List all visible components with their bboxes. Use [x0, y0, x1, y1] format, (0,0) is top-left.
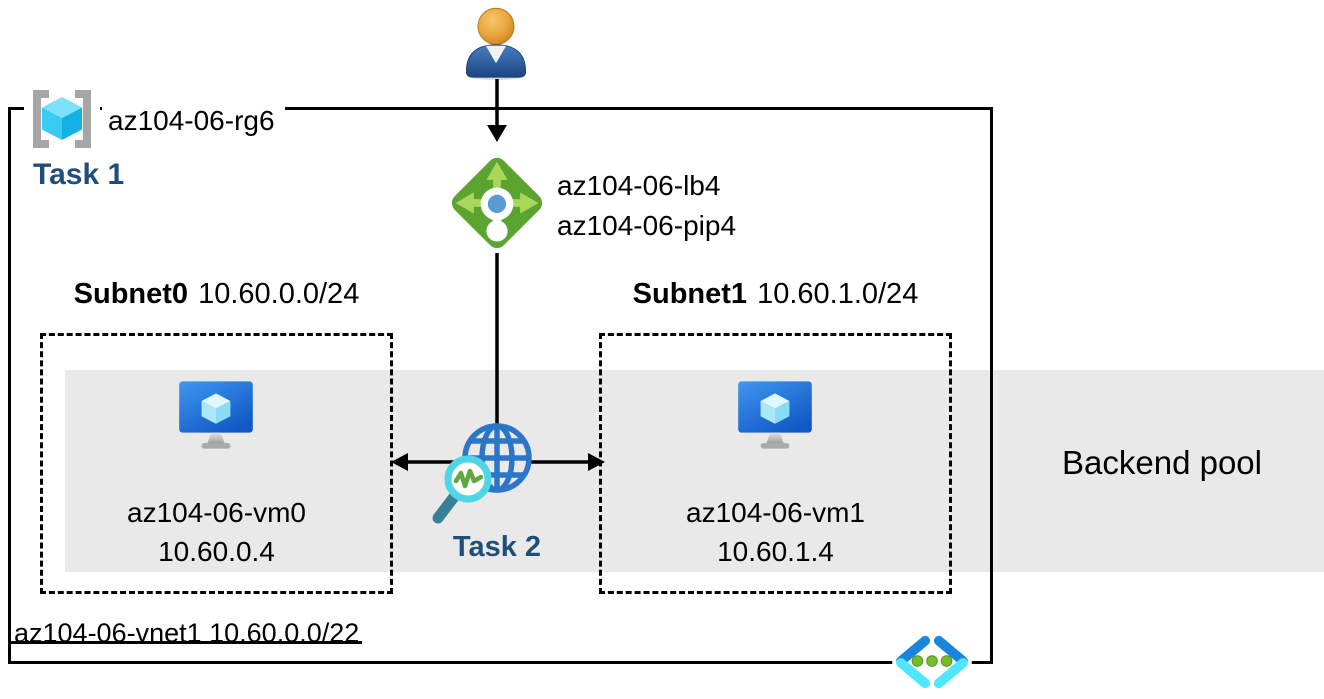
- vm0-label: az104-06-vm0 10.60.0.4: [40, 493, 393, 571]
- subnet1-name: Subnet1: [632, 278, 748, 310]
- vnet-label-text: az104-06-vnet1 10.60.0.0/22: [10, 618, 363, 648]
- public-ip-name: az104-06-pip4: [557, 210, 737, 241]
- vnet-label: az104-06-vnet1 10.60.0.0/22: [10, 618, 363, 649]
- virtual-machine-icon-vm0: [176, 378, 256, 452]
- vm1-ip: 10.60.1.4: [717, 536, 834, 567]
- user-icon: [459, 3, 533, 81]
- task1-label: Task 1: [33, 158, 125, 191]
- virtual-machine-icon-vm1: [735, 378, 815, 452]
- vm1-label: az104-06-vm1 10.60.1.4: [599, 493, 952, 571]
- vm0-ip: 10.60.0.4: [158, 536, 275, 567]
- globe-magnifier-icon: [430, 412, 556, 524]
- backend-pool-band: [65, 370, 1324, 572]
- subnet0-label: Subnet0 10.60.0.0/24: [40, 278, 393, 311]
- virtual-network-icon: [886, 631, 978, 693]
- resource-group-box: [8, 107, 993, 664]
- task2-label: Task 2: [452, 531, 542, 563]
- resource-group-icon: [24, 86, 100, 152]
- vm0-name: az104-06-vm0: [127, 497, 306, 528]
- subnet0-cidr: 10.60.0.0/24: [198, 278, 360, 310]
- load-balancer-icon: [444, 150, 550, 256]
- load-balancer-name: az104-06-lb4: [557, 170, 721, 201]
- subnet1-cidr: 10.60.1.0/24: [757, 278, 919, 310]
- backend-pool-label: Backend pool: [1062, 444, 1262, 481]
- vm1-name: az104-06-vm1: [686, 497, 865, 528]
- subnet1-label: Subnet1 10.60.1.0/24: [599, 278, 952, 311]
- resource-group-name: az104-06-rg6: [102, 105, 285, 139]
- subnet0-name: Subnet0: [73, 278, 189, 310]
